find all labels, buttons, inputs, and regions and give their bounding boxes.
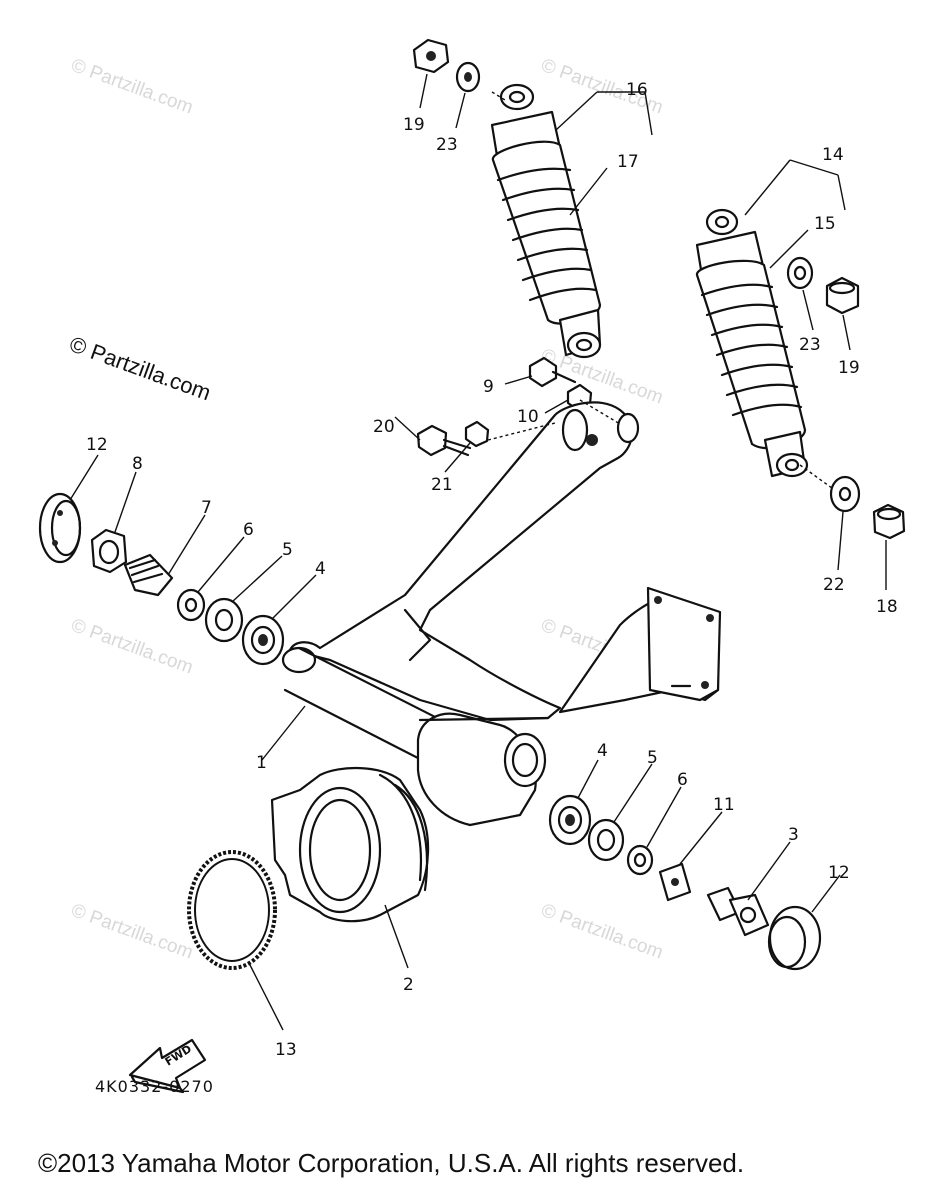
- seal-5-left: [204, 597, 244, 643]
- callout-6-left: 6: [243, 520, 254, 540]
- washer-22: [829, 475, 861, 513]
- pivot-shaft-7: [123, 553, 174, 597]
- cap-12-right: [767, 905, 822, 971]
- collar-6-left: [176, 588, 206, 622]
- rear-arm: [281, 401, 722, 827]
- callout-6-right: 6: [677, 770, 688, 790]
- callout-19-right: 19: [838, 358, 860, 378]
- copyright-notice: ©2013 Yamaha Motor Corporation, U.S.A. A…: [38, 1148, 744, 1178]
- callout-2: 2: [403, 975, 414, 995]
- cap-12-left: [38, 492, 82, 564]
- callout-1: 1: [256, 753, 267, 773]
- callout-23-left: 23: [436, 135, 458, 155]
- watermark: © Partzilla.com: [68, 55, 195, 119]
- watermark-strong: © Partzilla.com: [66, 331, 214, 405]
- watermark: © Partzilla.com: [68, 900, 195, 964]
- watermark: © Partzilla.com: [538, 345, 665, 409]
- nut-19-left: [412, 38, 450, 74]
- callout-12-left: 12: [86, 435, 108, 455]
- callouts: 1 2 3 4 4 5 5 6 6 7 8 9 10 11 12 12 13 1…: [86, 80, 898, 1060]
- bolt-20: [416, 424, 472, 457]
- boot-2: [270, 767, 430, 923]
- nut-8: [90, 528, 128, 574]
- callout-15: 15: [814, 214, 836, 234]
- callout-9: 9: [483, 377, 494, 397]
- nut-19-right: [825, 276, 860, 315]
- watermark: © Partzilla.com: [68, 615, 195, 679]
- callout-18: 18: [876, 597, 898, 617]
- bearing-4-right: [548, 794, 592, 846]
- bolt-9: [528, 356, 577, 388]
- washer-23-left: [455, 61, 481, 93]
- callout-19-left: 19: [403, 115, 425, 135]
- callout-4-left: 4: [315, 559, 326, 579]
- plate-11: [658, 862, 692, 902]
- callout-20: 20: [373, 417, 395, 437]
- leader-lines: [69, 73, 887, 1031]
- washer-23-right: [786, 256, 814, 290]
- callout-21: 21: [431, 475, 453, 495]
- callout-8: 8: [132, 454, 143, 474]
- pivot-shaft-3: [706, 886, 770, 937]
- callout-17: 17: [617, 152, 639, 172]
- callout-12-right: 12: [828, 863, 850, 883]
- callout-3: 3: [788, 825, 799, 845]
- callout-5-right: 5: [647, 748, 658, 768]
- callout-14: 14: [822, 145, 844, 165]
- diagram-code: 4K0332-0270: [95, 1077, 214, 1096]
- callout-7: 7: [201, 498, 212, 518]
- callout-5-left: 5: [282, 540, 293, 560]
- watermark: © Partzilla.com: [538, 900, 665, 964]
- callout-13: 13: [275, 1040, 297, 1060]
- nut-21: [464, 420, 490, 448]
- rear-shock-absorber-right: [695, 208, 809, 478]
- collar-6-right: [626, 844, 654, 876]
- nut-18: [872, 503, 906, 540]
- ring-13: [187, 850, 277, 970]
- bearing-4-left: [241, 614, 285, 666]
- callout-10: 10: [517, 407, 539, 427]
- callout-16: 16: [626, 80, 648, 100]
- seal-5-right: [587, 818, 625, 862]
- callout-11: 11: [713, 795, 735, 815]
- callout-23-right: 23: [799, 335, 821, 355]
- callout-22: 22: [823, 575, 845, 595]
- rear-shock-absorber-left: [490, 83, 602, 359]
- callout-4-right: 4: [597, 741, 608, 761]
